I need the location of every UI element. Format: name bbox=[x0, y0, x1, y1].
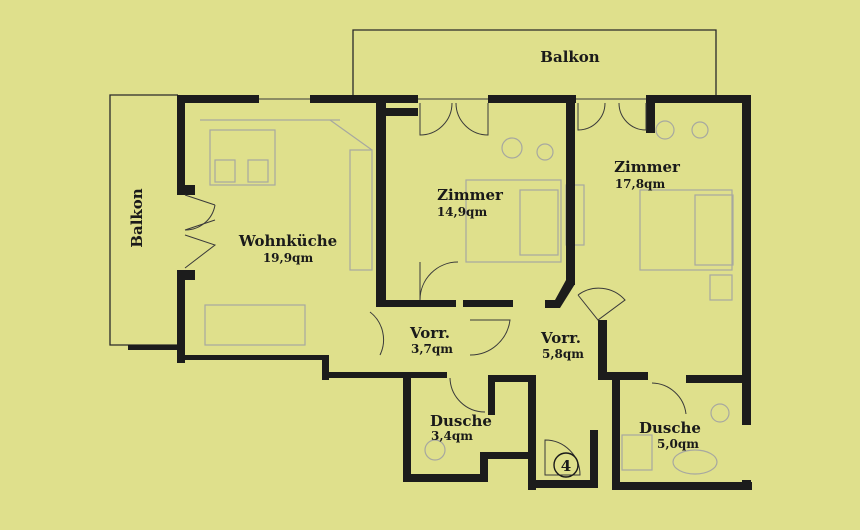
room-area: 5,0qm bbox=[657, 437, 699, 451]
room-zimmer-2: Zimmer 17,8qm bbox=[614, 158, 681, 191]
doors bbox=[184, 98, 687, 476]
room-name: Dusche bbox=[639, 419, 701, 437]
room-dusche-2: Dusche 5,0qm bbox=[639, 419, 701, 451]
unit-number-badge: 4 bbox=[553, 452, 579, 478]
room-name: Wohnküche bbox=[238, 232, 337, 250]
balcony-label-top: Balkon bbox=[540, 48, 599, 66]
unit-number: 4 bbox=[561, 457, 571, 475]
room-name: Vorr. bbox=[409, 324, 450, 342]
room-zimmer-1: Zimmer 14,9qm bbox=[437, 186, 504, 219]
room-vorraum-1: Vorr. 3,7qm bbox=[409, 324, 453, 356]
room-area: 5,8qm bbox=[542, 347, 584, 361]
walls bbox=[128, 95, 752, 490]
room-wohnkueche: Wohnküche 19,9qm bbox=[238, 232, 337, 265]
room-area: 3,4qm bbox=[431, 429, 473, 443]
room-name: Zimmer bbox=[614, 158, 681, 176]
room-name: Vorr. bbox=[540, 329, 581, 347]
room-area: 19,9qm bbox=[263, 251, 314, 265]
room-area: 3,7qm bbox=[411, 342, 453, 356]
room-dusche-1: Dusche 3,4qm bbox=[430, 412, 492, 443]
balcony-top bbox=[352, 29, 717, 95]
room-name: Dusche bbox=[430, 412, 492, 430]
room-name: Zimmer bbox=[437, 186, 504, 204]
room-vorraum-2: Vorr. 5,8qm bbox=[540, 329, 584, 361]
room-area: 17,8qm bbox=[615, 177, 666, 191]
balcony-label-left: Balkon bbox=[128, 188, 146, 247]
room-area: 14,9qm bbox=[437, 205, 488, 219]
furniture bbox=[200, 119, 734, 475]
